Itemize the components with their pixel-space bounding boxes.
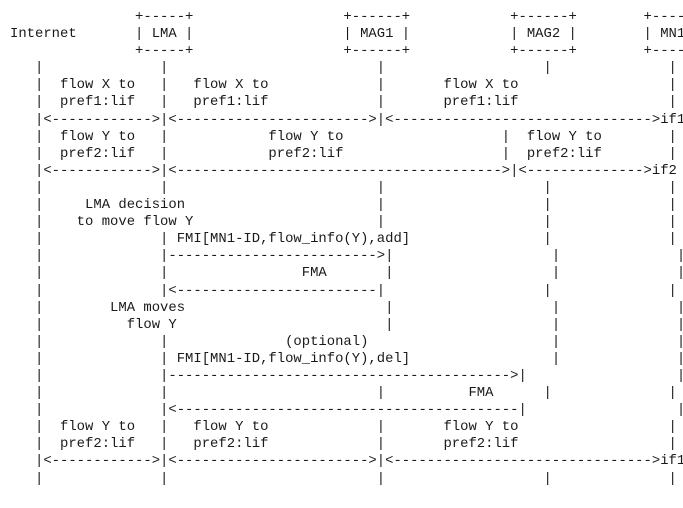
diagram-line: Internet | LMA | | MAG1 | | MAG2 | | MN1…: [10, 26, 683, 43]
diagram-line: | flow Y to | flow Y to | flow Y to |: [10, 419, 677, 436]
flow-mobility-sequence-diagram: +-----+ +------+ +------+ +-----+ Intern…: [10, 9, 683, 488]
diagram-line: | | (optional) | |: [10, 333, 683, 350]
diagram-line: | to move flow Y | | |: [10, 214, 677, 231]
diagram-line: | flow Y | | |: [10, 316, 683, 333]
diagram-line: |<------------>|<-----------------------…: [10, 111, 683, 128]
diagram-line: +-----+ +------+ +------+ +-----+: [10, 9, 683, 25]
diagram-line: | | | | |: [10, 179, 677, 196]
diagram-line: +-----+ +------+ +------+ +-----+: [10, 43, 683, 60]
diagram-line: | |-------------------------------------…: [10, 367, 683, 384]
diagram-line: |<------------>|<-----------------------…: [10, 162, 677, 179]
diagram-line: | flow X to | flow X to | flow X to |: [10, 77, 677, 94]
diagram-line: | | | | |: [10, 60, 677, 77]
diagram-line: | pref1:lif | pref1:lif | pref1:lif |: [10, 94, 677, 111]
diagram-line: |<------------>|<-----------------------…: [10, 453, 683, 470]
diagram-line: | pref2:lif | pref2:lif | pref2:lif |: [10, 145, 677, 162]
diagram-line: | | | FMA | |: [10, 385, 677, 402]
diagram-line: | | FMI[MN1-ID,flow_info(Y),add] | |: [10, 231, 677, 248]
diagram-line: | | FMI[MN1-ID,flow_info(Y),del] | |: [10, 350, 683, 367]
diagram-line: | | FMA | | |: [10, 265, 683, 282]
diagram-line: | | | | |: [10, 470, 677, 487]
diagram-line: | |<------------------------| | |: [10, 282, 677, 299]
diagram-line: | flow Y to | flow Y to | flow Y to |: [10, 128, 677, 145]
diagram-line: | |------------------------->| | |: [10, 248, 683, 265]
diagram-line: | |<------------------------------------…: [10, 402, 683, 419]
diagram-line: | pref2:lif | pref2:lif | pref2:lif |: [10, 436, 677, 453]
diagram-line: | LMA decision | | |: [10, 197, 677, 214]
diagram-line: | LMA moves | | |: [10, 299, 683, 316]
